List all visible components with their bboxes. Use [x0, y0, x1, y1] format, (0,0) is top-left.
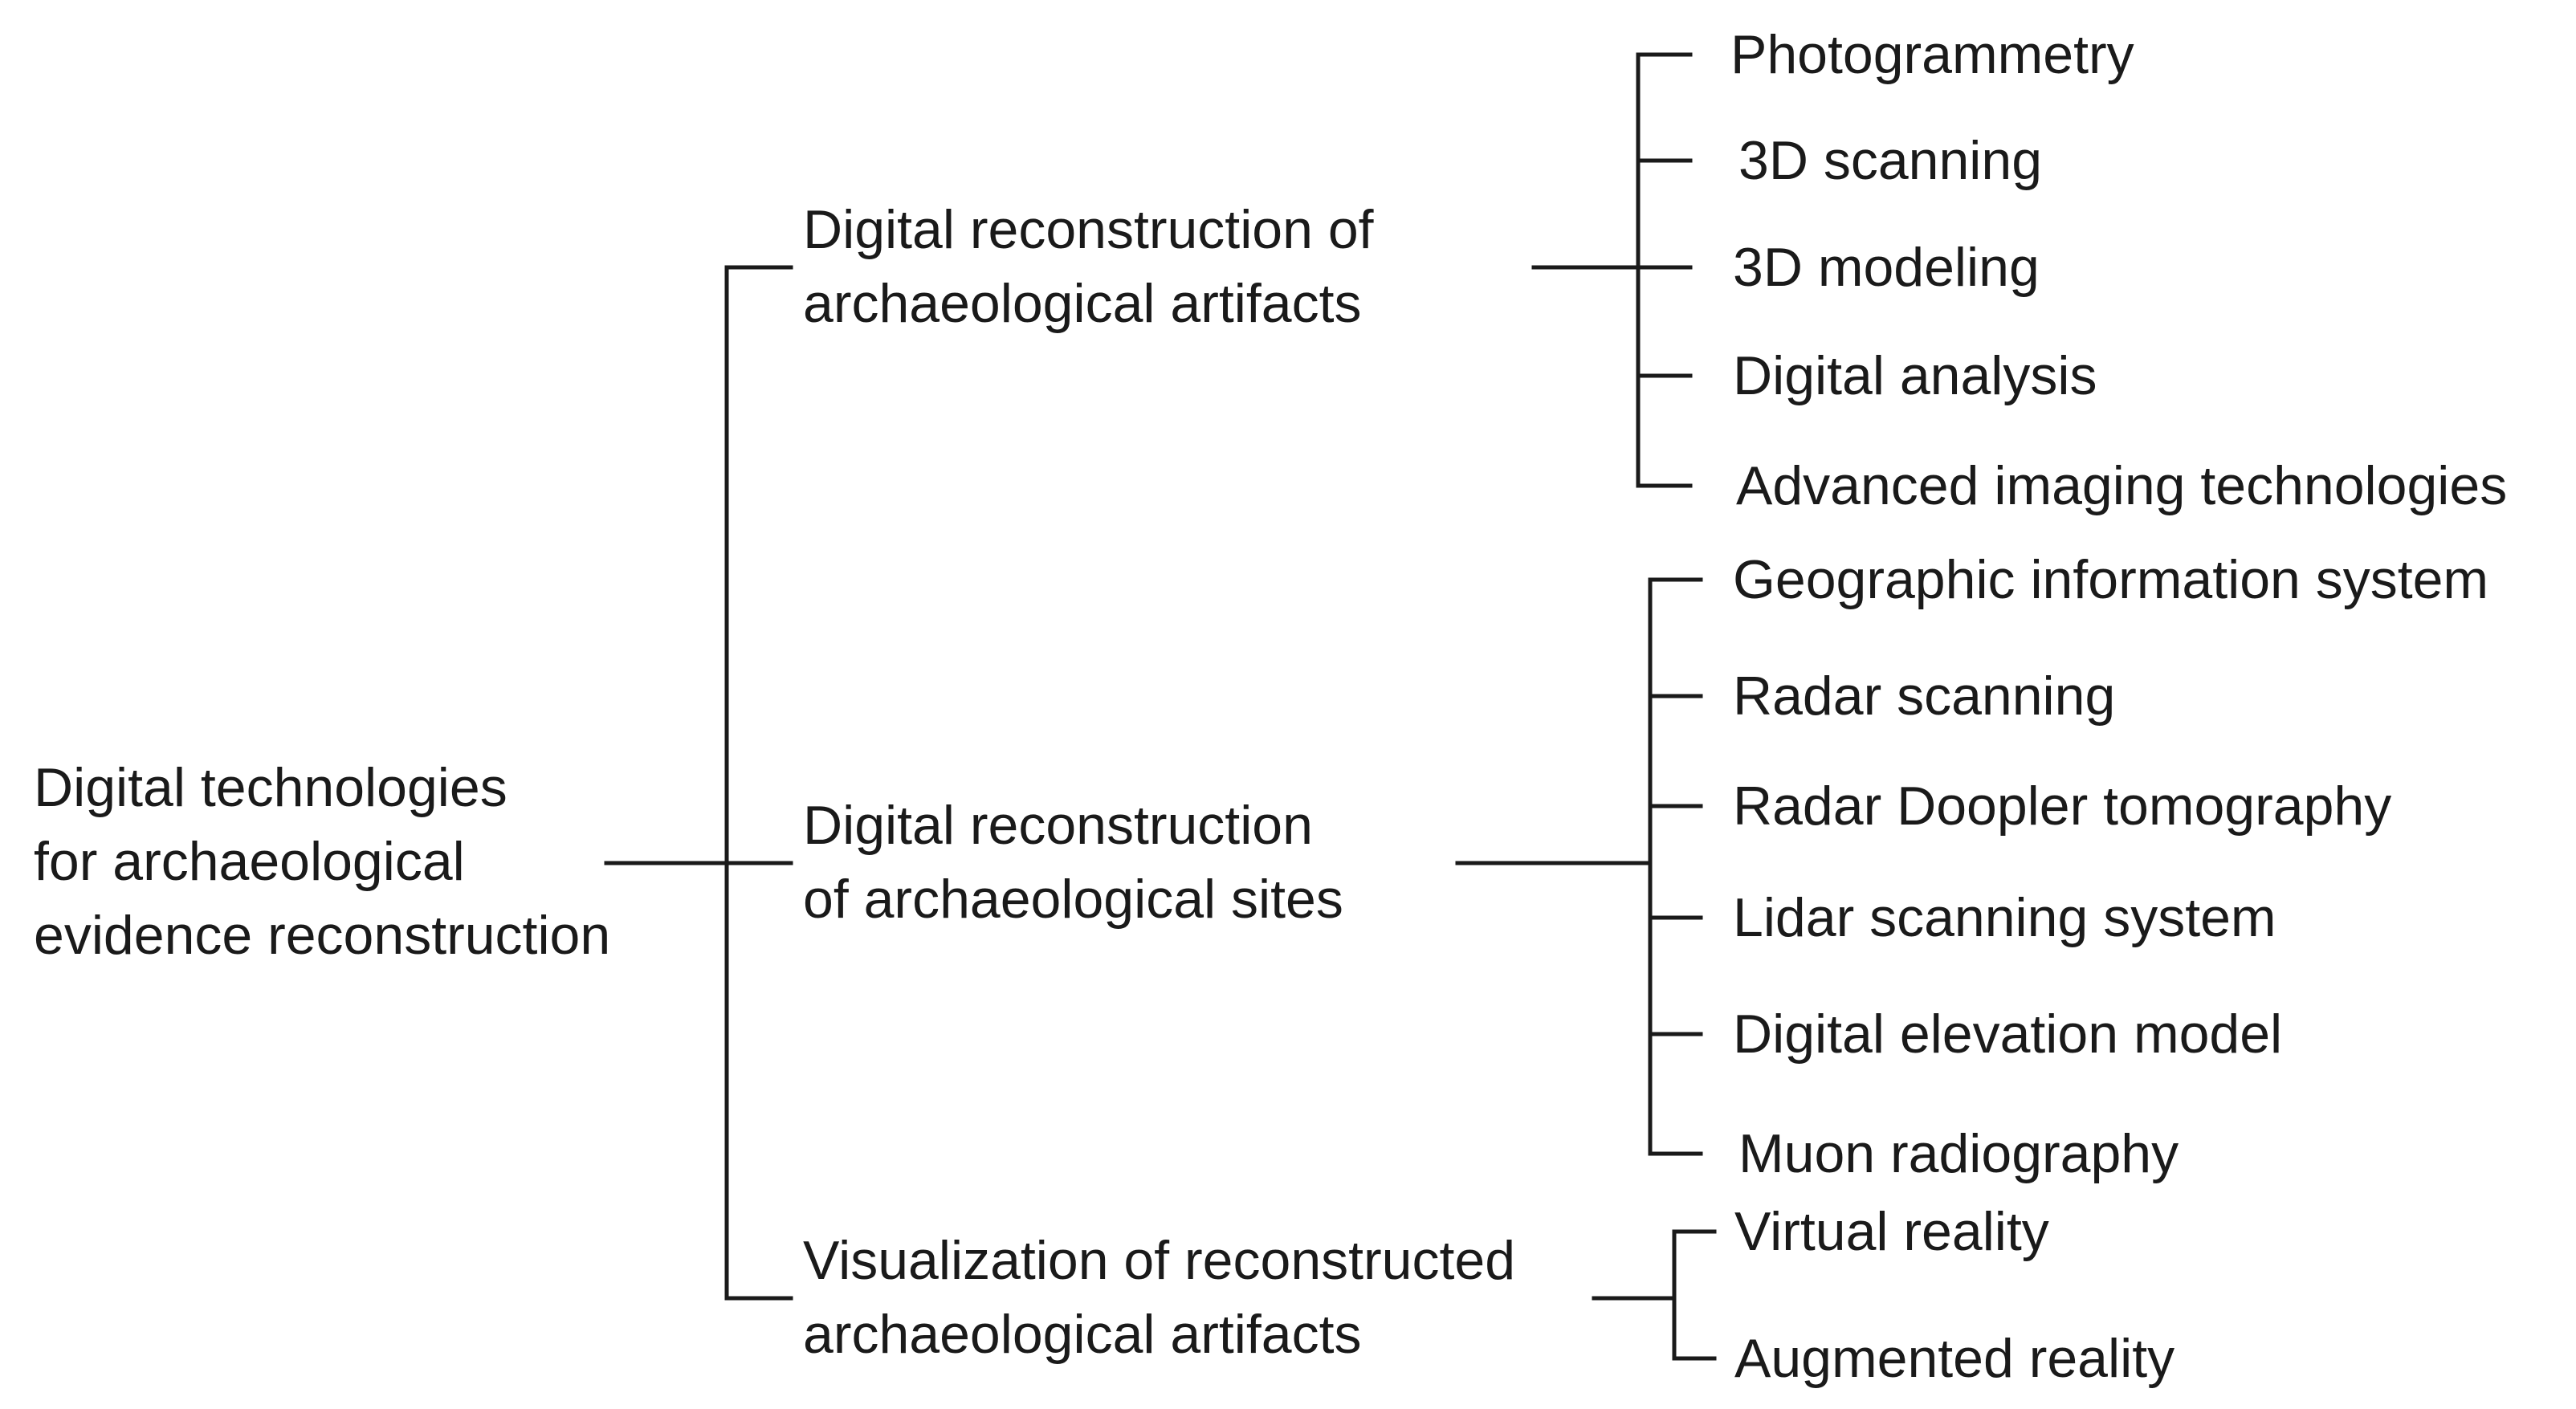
branch-1-line-2: archaeological artifacts — [803, 273, 1362, 334]
leaf-advanced-imaging: Advanced imaging technologies — [1736, 455, 2508, 516]
branch-2-line-1: Digital reconstruction — [803, 795, 1313, 856]
leaf-photogrammetry: Photogrammetry — [1730, 24, 2134, 85]
branch-node-sites: Digital reconstruction of archaeological… — [803, 788, 1343, 936]
branch-2-line-2: of archaeological sites — [803, 869, 1343, 930]
leaf-lidar: Lidar scanning system — [1733, 887, 2276, 948]
leaf-3d-scanning: 3D scanning — [1738, 130, 2043, 191]
leaf-dem: Digital elevation model — [1733, 1004, 2283, 1065]
leaf-radar-scanning: Radar scanning — [1733, 666, 2116, 727]
root-line-3: evidence reconstruction — [34, 905, 611, 966]
leaf-radar-tomography: Radar Doopler tomography — [1733, 776, 2392, 837]
branch-3-line-1: Visualization of reconstructed — [803, 1230, 1516, 1291]
leaf-muon: Muon radiography — [1738, 1123, 2179, 1184]
leaf-ar: Augmented reality — [1734, 1328, 2175, 1389]
root-line-1: Digital technologies — [34, 757, 507, 818]
leaf-digital-analysis: Digital analysis — [1733, 345, 2097, 406]
root-node: Digital technologies for archaeological … — [34, 751, 610, 972]
leaf-gis: Geographic information system — [1733, 549, 2489, 610]
leaf-3d-modeling: 3D modeling — [1733, 237, 2040, 298]
branch-node-visualization: Visualization of reconstructed archaeolo… — [803, 1224, 1515, 1371]
branch-node-artifacts: Digital reconstruction of archaeological… — [803, 193, 1374, 340]
root-line-2: for archaeological — [34, 831, 465, 892]
leaf-vr: Virtual reality — [1734, 1201, 2049, 1262]
branch-1-line-1: Digital reconstruction of — [803, 199, 1374, 260]
branch-3-line-2: archaeological artifacts — [803, 1304, 1362, 1365]
